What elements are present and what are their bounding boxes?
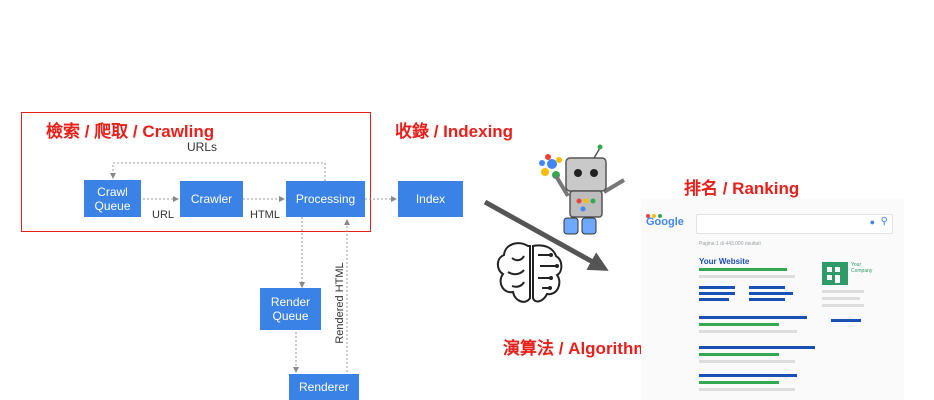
crawling-region-frame	[21, 112, 371, 232]
indexing-heading: 收錄 / Indexing	[395, 117, 513, 142]
html-edge-label: HTML	[250, 209, 280, 221]
url-edge-label: URL	[152, 209, 175, 221]
ranking-heading-en: Ranking	[732, 179, 800, 198]
indexing-heading-en: Indexing	[443, 122, 514, 141]
renderer-node: Renderer	[289, 374, 359, 400]
urls-loop-connector	[110, 162, 326, 181]
result-line	[699, 323, 779, 326]
result-line	[699, 292, 735, 295]
result-line	[749, 298, 785, 301]
render-queue-node: Render Queue	[260, 288, 321, 330]
ranking-heading: 排名 / Ranking	[684, 174, 799, 199]
result-line	[699, 268, 787, 271]
result-line	[699, 388, 795, 391]
crawling-heading: 檢索 / 爬取 / Crawling	[46, 117, 214, 142]
algorithm-heading: 演算法 / Algorithm	[503, 334, 648, 359]
panel-line	[822, 304, 864, 307]
ranking-heading-zh: 排名 /	[684, 179, 733, 198]
panel-line	[831, 319, 861, 322]
algorithm-heading-en: Algorithm	[568, 339, 649, 358]
crawling-heading-en: Crawling	[142, 122, 215, 141]
urls-edge-label: URLs	[187, 140, 218, 154]
search-bar[interactable]: ● ⚲	[696, 214, 893, 234]
crawler-node: Crawler	[180, 181, 243, 217]
result-line	[749, 286, 785, 289]
indexing-heading-zh: 收錄 /	[395, 122, 444, 141]
google-logo: Google	[646, 216, 684, 228]
result-line	[749, 292, 793, 295]
window-dots	[646, 205, 662, 223]
processing-node: Processing	[286, 181, 365, 217]
panel-line	[822, 297, 860, 300]
result-line	[699, 275, 795, 278]
your-website-title[interactable]: Your Website	[699, 257, 750, 266]
result-line	[699, 298, 729, 301]
result-line	[699, 360, 795, 363]
big-diagonal-arrow	[483, 199, 609, 271]
google-logo-text: Google	[646, 216, 684, 228]
results-count: Pagina 1 di 443.000 risultati	[699, 241, 761, 247]
result-line	[699, 353, 779, 356]
mic-icon: ●	[869, 217, 875, 227]
result-line	[699, 330, 797, 333]
result-line	[699, 316, 807, 319]
result-line	[699, 286, 735, 289]
crawl-queue-node: Crawl Queue	[84, 180, 141, 217]
result-line	[699, 346, 815, 349]
company-label: Your Company	[851, 262, 873, 274]
algorithm-heading-zh: 演算法 /	[503, 339, 569, 358]
search-icon[interactable]: ⚲	[880, 216, 888, 227]
serp-window: Google ● ⚲ Pagina 1 di 443.000 risultati…	[641, 198, 904, 400]
building-icon	[822, 262, 848, 285]
result-line	[699, 381, 779, 384]
result-line	[699, 374, 797, 377]
crawling-heading-zh: 檢索 / 爬取 /	[46, 122, 143, 141]
panel-line	[822, 290, 864, 293]
index-node: Index	[398, 181, 463, 217]
